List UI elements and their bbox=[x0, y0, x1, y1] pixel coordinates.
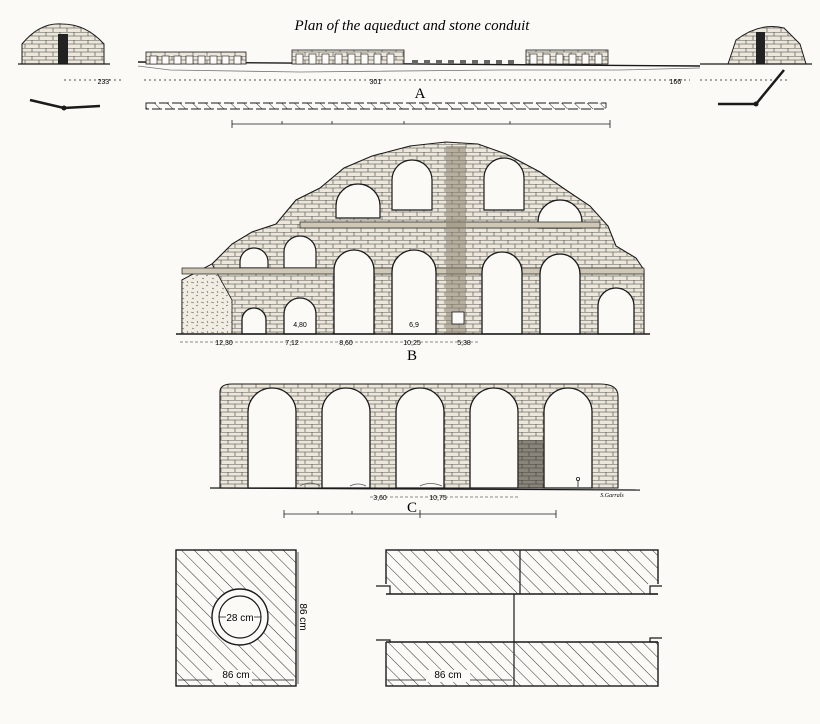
section-b-dim-1: 12,30 bbox=[215, 340, 233, 347]
section-c-dim-2: 10,75 bbox=[429, 495, 447, 502]
section-b: 4,80 6,9 12,30 7,12 8,60 10,25 5,38 B bbox=[176, 141, 650, 364]
section-b-dim-4: 10,25 bbox=[403, 340, 421, 347]
conduit-longitudinal-section: 86 cm bbox=[376, 549, 662, 687]
section-a-scale-bar bbox=[231, 120, 611, 128]
section-a-plan-strip bbox=[29, 69, 785, 111]
section-b-dim-3: 8,60 bbox=[339, 340, 353, 347]
section-b-dim-5: 5,38 bbox=[457, 340, 471, 347]
section-a-span-right: 166' bbox=[669, 79, 682, 86]
section-a-elevation bbox=[137, 49, 701, 73]
section-b-arch-label-left: 4,80 bbox=[293, 322, 307, 329]
section-a-right-ruin bbox=[700, 26, 812, 65]
conduit-height-label: 86 cm bbox=[297, 603, 308, 630]
conduit-width-label: 86 cm bbox=[222, 670, 249, 681]
section-b-letter: B bbox=[407, 348, 417, 364]
plate-title: Plan of the aqueduct and stone conduit bbox=[294, 18, 531, 34]
section-c-signature: S.Garrals bbox=[600, 493, 624, 499]
conduit-length-label: 86 cm bbox=[434, 670, 461, 681]
section-a: 233' 301' 166' A bbox=[18, 23, 812, 128]
section-b-ruin-mass bbox=[181, 141, 645, 335]
section-c-scale-bar bbox=[283, 510, 557, 518]
section-a-letter: A bbox=[415, 86, 426, 102]
conduit-bore-label: 28 cm bbox=[226, 613, 253, 624]
section-b-arch-label-center: 6,9 bbox=[409, 322, 419, 329]
section-b-dim-2: 7,12 bbox=[285, 340, 299, 347]
section-a-left-ruin bbox=[18, 23, 110, 65]
section-a-span-middle: 301' bbox=[369, 79, 382, 86]
section-a-span-left: 233' bbox=[97, 79, 110, 86]
section-c-figure bbox=[576, 476, 581, 487]
section-b-upper-arches bbox=[239, 157, 583, 269]
section-c: 3,60 10,75 S.Garrals C bbox=[209, 383, 641, 518]
conduit-cross-section: 28 cm 86 cm 86 cm bbox=[175, 549, 308, 687]
section-c-dim-1: 3,60 bbox=[373, 495, 387, 502]
section-b-lower-arches bbox=[241, 249, 635, 335]
section-c-arches bbox=[247, 387, 593, 489]
section-c-letter: C bbox=[407, 500, 417, 516]
